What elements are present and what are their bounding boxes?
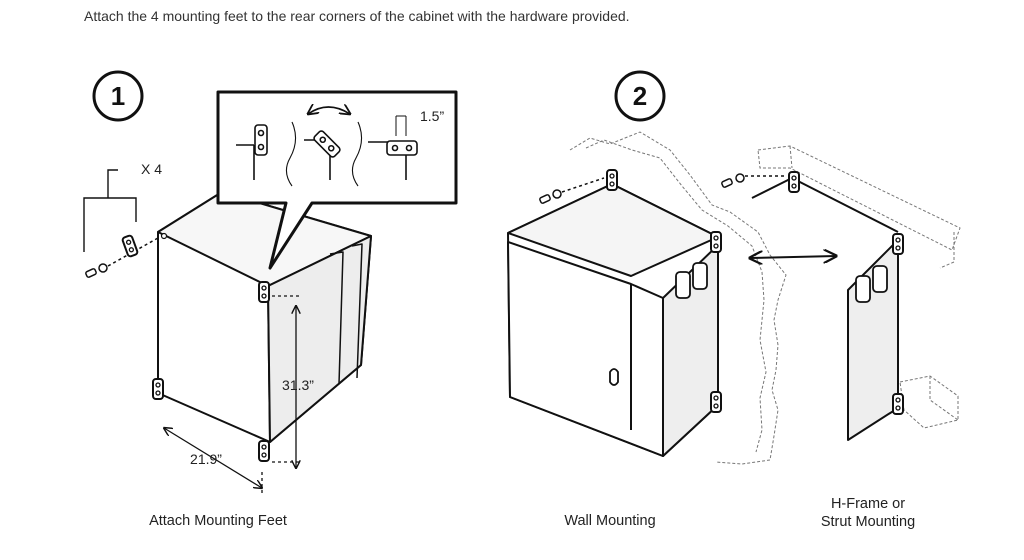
step-1-number: 1: [111, 81, 125, 111]
wall-screw: [539, 177, 605, 204]
wall-outline: [569, 131, 787, 465]
step-2-number: 2: [633, 81, 647, 111]
caption-wall-mounting: Wall Mounting: [564, 513, 656, 529]
wall-foot-top-right: [710, 231, 722, 253]
wall-foot-bottom-right: [710, 391, 722, 413]
hardware-callout: [83, 169, 137, 252]
cabinet-step-1: [157, 191, 372, 443]
instruction-text: Attach the 4 mounting feet to the rear c…: [84, 8, 630, 24]
height-label: 31.3”: [282, 377, 314, 393]
caption-hframe: H-Frame or Strut Mounting: [788, 495, 948, 531]
strut-foot-top-right: [892, 233, 904, 255]
hardware-screw: [85, 237, 159, 278]
either-arrow: [750, 256, 836, 258]
strut-foot-top-left: [788, 171, 800, 193]
caption-attach-feet: Attach Mounting Feet: [149, 513, 287, 529]
wall-outline-inner: [585, 139, 767, 453]
strut-frame: [757, 145, 961, 429]
spacing-label: 1.5”: [420, 108, 444, 124]
detail-callout-bubble: [216, 90, 458, 270]
caption-hframe-line2: Strut Mounting: [820, 514, 916, 530]
quantity-label: X 4: [141, 161, 162, 177]
strut-screw: [721, 173, 786, 188]
step-1-badge: 1: [92, 70, 144, 122]
cabinet-wall-mount: [507, 183, 719, 457]
wall-foot-top-left: [606, 169, 618, 191]
mounting-foot-top-right: [258, 281, 270, 303]
width-dimension: [164, 428, 262, 494]
height-dimension: [272, 295, 302, 468]
mounting-foot-loose: [120, 233, 140, 259]
cabinet-strut-mount: [751, 177, 899, 441]
step-2-badge: 2: [614, 70, 666, 122]
strut-foot-bottom-right: [892, 393, 904, 415]
caption-hframe-line1: H-Frame or: [830, 496, 906, 512]
mounting-foot-bottom-right: [258, 440, 270, 462]
mounting-foot-bottom-left: [152, 378, 164, 400]
width-label: 21.9”: [190, 451, 222, 467]
